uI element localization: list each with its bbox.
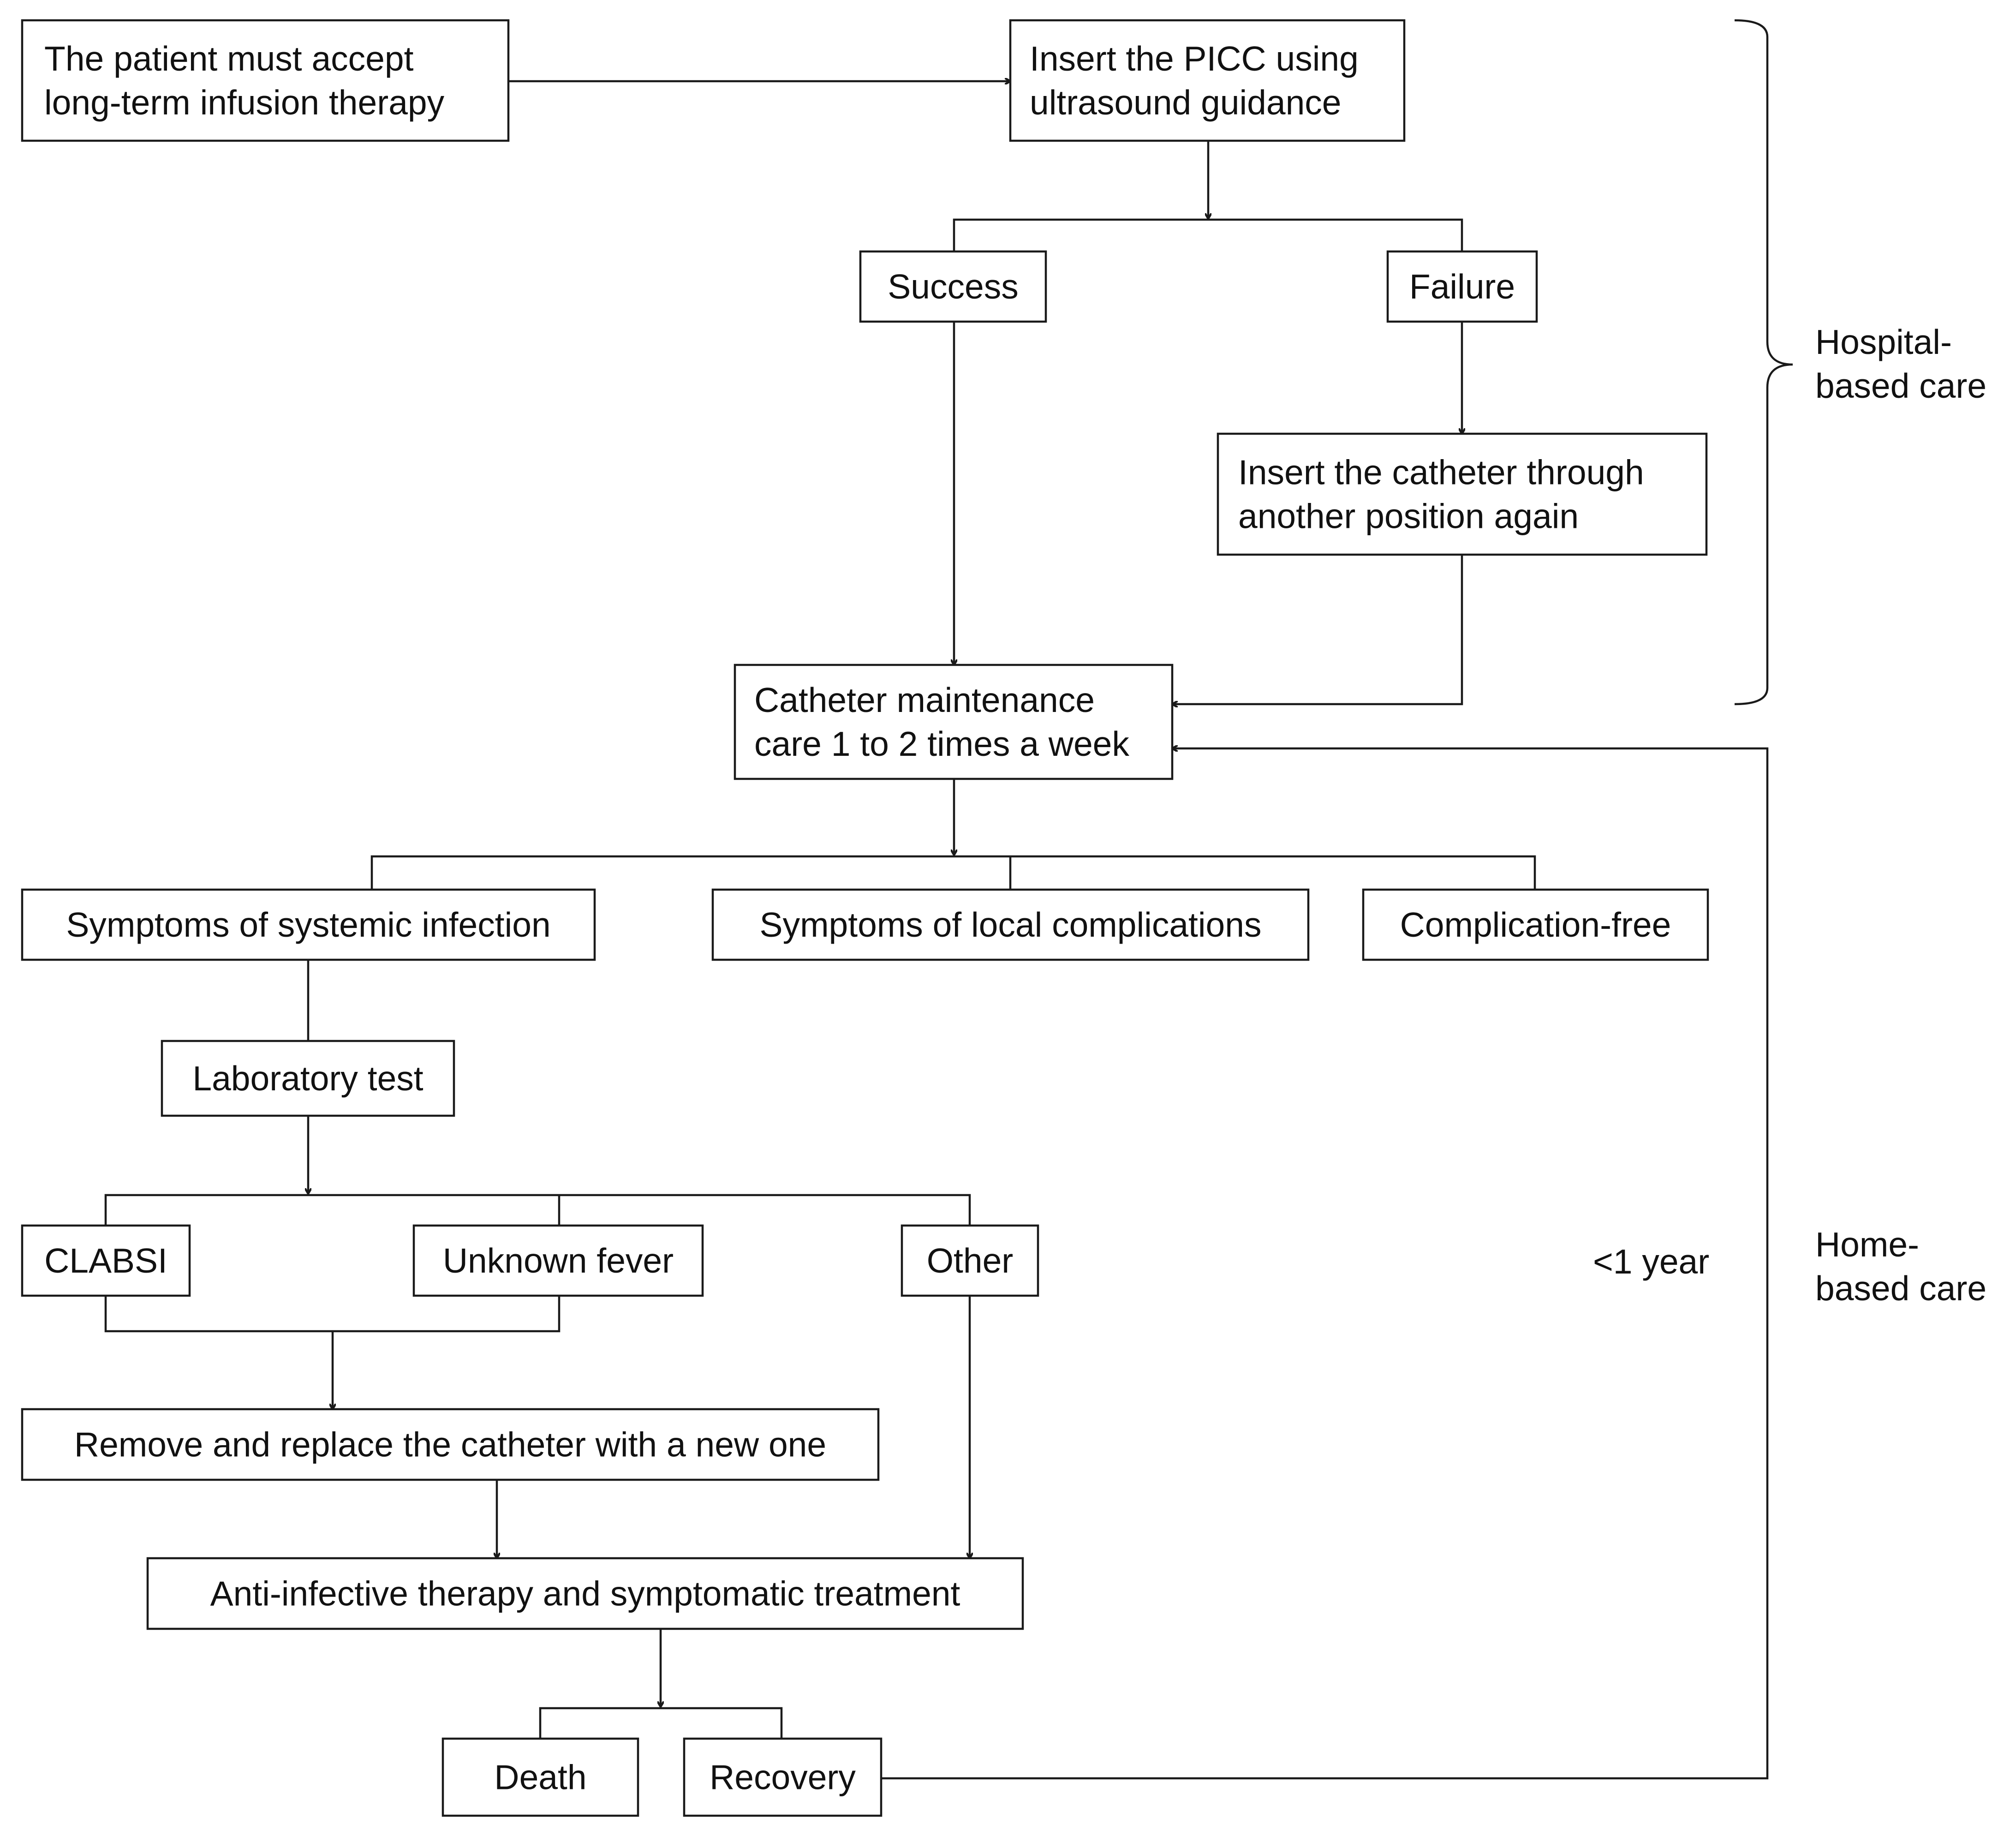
node-text: Insert the catheter through [1238,453,1644,492]
node-insert-picc: Insert the PICC using ultrasound guidance [1009,19,1406,142]
node-other: Other [901,1224,1039,1297]
node-unknown-fever: Unknown fever [412,1224,704,1297]
node-border [1217,432,1708,556]
node-border [859,250,1047,323]
node-clabsi: CLABSI [21,1224,191,1297]
node-text: Laboratory test [192,1059,423,1098]
node-border [21,1224,191,1297]
node-border [146,1557,1024,1630]
arrow-recovery-loop-to-maintenance [881,748,1769,1780]
node-border [21,888,596,961]
node-border [21,19,510,142]
node-start: The patient must accept long-term infusio… [21,19,510,142]
label-hospital-based-care: Hospital-based care [1815,323,1986,405]
node-success: Success [859,250,1047,323]
bracket-hospital-based-care [1734,19,1793,706]
label-line: based care [1815,1269,1986,1308]
node-laboratory-test: Laboratory test [161,1040,455,1117]
label-home-based-care: Home-based care [1815,1225,1986,1308]
label-line: based care [1815,366,1986,405]
node-reinsert-catheter: Insert the catheter through another posit… [1217,432,1708,556]
node-text: Failure [1409,267,1515,306]
node-text: long-term infusion therapy [44,83,445,122]
node-text: Death [494,1758,586,1797]
node-local-complications: Symptoms of local complications [711,888,1310,961]
connector-branch-success-failure [953,218,1463,251]
node-text: Complication-free [1400,905,1671,944]
connector-branch-lab-results [104,1194,971,1226]
node-border [711,888,1310,961]
node-text: care 1 to 2 times a week [754,724,1129,763]
node-text: The patient must accept [44,39,414,78]
node-border [1362,888,1709,961]
label-line: Hospital- [1815,323,1952,361]
node-border [21,1408,880,1481]
node-border [1009,19,1406,142]
node-anti-infective-therapy: Anti-infective therapy and symptomatic t… [146,1557,1024,1630]
node-text: CLABSI [44,1241,167,1280]
node-text: Catheter maintenance [754,681,1095,719]
node-border [412,1224,704,1297]
connector-branch-death-recovery [539,1707,783,1739]
node-border [161,1040,455,1117]
node-death: Death [441,1737,639,1817]
node-border [441,1737,639,1817]
connector-join-clabsi-fever [104,1296,561,1333]
node-border [1386,250,1538,323]
node-recovery: Recovery [683,1737,883,1817]
node-border [901,1224,1039,1297]
node-border [734,664,1174,780]
connectors [104,81,1769,1780]
label-duration: <1 year [1593,1242,1709,1281]
node-text: Recovery [710,1758,856,1797]
node-text: another position again [1238,497,1579,536]
node-text: Success [888,267,1018,306]
node-text: Symptoms of local complications [760,905,1262,944]
arrow-reinsert-to-maintenance [1172,555,1463,704]
node-systemic-infection: Symptoms of systemic infection [21,888,596,961]
node-text: Remove and replace the catheter with a n… [74,1425,826,1464]
label-line: Home- [1815,1225,1919,1264]
node-text: Insert the PICC using [1030,39,1359,78]
connector-branch-outcomes [370,855,1536,890]
node-text: Anti-infective therapy and symptomatic t… [210,1574,960,1613]
node-text: Symptoms of systemic infection [66,905,550,944]
node-catheter-maintenance: Catheter maintenance care 1 to 2 times a … [734,664,1174,780]
node-remove-replace-catheter: Remove and replace the catheter with a n… [21,1408,880,1481]
node-border [683,1737,883,1817]
node-text: ultrasound guidance [1030,83,1342,122]
node-text: Unknown fever [443,1241,674,1280]
node-text: Other [927,1241,1014,1280]
node-complication-free: Complication-free [1362,888,1709,961]
node-failure: Failure [1386,250,1538,323]
